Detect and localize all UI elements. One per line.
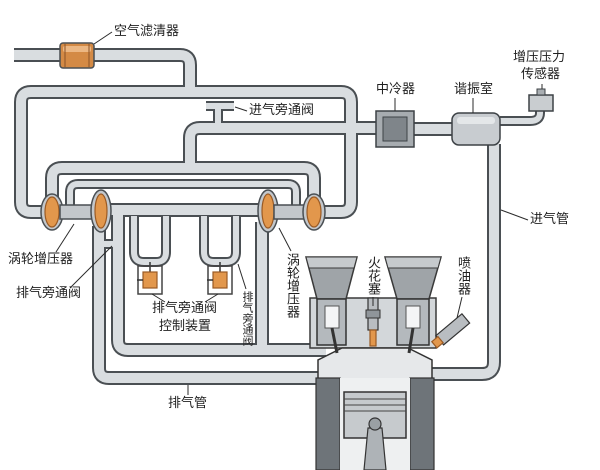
turbine-wheel-left xyxy=(94,193,108,229)
leader-turbo-left xyxy=(55,223,75,253)
air-filter xyxy=(59,42,95,69)
intercooler-core xyxy=(382,116,408,142)
injector-nozzle xyxy=(430,335,444,349)
intercooler xyxy=(375,110,415,148)
leader-air-filter xyxy=(93,31,113,45)
fuel-injector xyxy=(430,312,471,349)
label-intercooler: 中冷器 xyxy=(376,82,416,97)
spark-plug-hex xyxy=(365,309,381,319)
label-intake-pipe: 进气管 xyxy=(530,212,570,227)
intake-valve-stem xyxy=(407,327,415,354)
spark-plug-tip xyxy=(369,329,377,347)
connecting-rod xyxy=(363,427,387,470)
label-intake-bypass-valve: 进气旁通阀 xyxy=(249,103,315,118)
label-air-filter: 空气滤清器 xyxy=(114,24,180,39)
label-boost-sensor-line2: 传感器 xyxy=(521,67,561,82)
leader-lines xyxy=(55,31,543,395)
engine xyxy=(305,256,471,470)
air-filter-highlight xyxy=(63,46,91,52)
label-boost-sensor-line1: 增压压力 xyxy=(513,50,566,65)
label-fuel-injector: 喷油器 xyxy=(455,256,470,295)
leader-exhaust-bypass-left xyxy=(69,245,113,289)
leader-turbo-right xyxy=(278,227,292,252)
turbocharger-right xyxy=(257,189,326,233)
wastegate-actuator-right xyxy=(207,262,233,295)
label-exhaust-bypass-valve-left: 排气旁通阀 xyxy=(16,286,82,301)
turbocharger-left xyxy=(40,189,112,233)
valve-cover-right-cap xyxy=(384,256,442,269)
wastegate-loop-left-outline xyxy=(134,216,166,262)
leader-intake-bypass-valve xyxy=(234,106,248,112)
cylinder-wall-right xyxy=(409,377,435,470)
leader-wastegate-control-right xyxy=(204,293,219,303)
valve-spring-left xyxy=(324,305,340,329)
leader-exhaust-bypass-right xyxy=(237,263,247,290)
label-exhaust-bypass-valve-right: 排气旁通阀 xyxy=(241,291,254,346)
valve-spring-right xyxy=(405,305,421,329)
label-wastegate-control-line2: 控制装置 xyxy=(159,319,212,334)
resonance-chamber-highlight xyxy=(457,117,495,124)
label-exhaust-pipe: 排气管 xyxy=(168,396,208,411)
leader-intake-pipe xyxy=(500,209,529,221)
valve-cover-left-cap xyxy=(305,256,358,269)
turbine-wheel-right xyxy=(261,193,275,229)
label-wastegate-control-line1: 排气旁通阀 xyxy=(152,301,218,316)
sensor-body xyxy=(528,94,554,112)
compressor-wheel-right xyxy=(306,196,322,228)
sensor-connector xyxy=(536,88,546,96)
exhaust-valve-stem xyxy=(330,327,339,354)
wastegate-loop-right-outline xyxy=(204,216,236,262)
wastegate-actuator-left xyxy=(137,262,163,295)
compressor-wheel-left xyxy=(44,196,60,228)
wrist-pin xyxy=(368,417,382,431)
label-resonance-chamber: 谐振室 xyxy=(454,82,494,97)
actuator-body xyxy=(212,271,228,289)
boost-pressure-sensor xyxy=(528,88,554,112)
label-turbocharger-left: 涡轮增压器 xyxy=(8,252,74,267)
leader-fuel-injector xyxy=(456,296,463,319)
combustion-chamber xyxy=(317,347,433,381)
resonance-chamber xyxy=(451,112,501,146)
actuator-body xyxy=(142,271,158,289)
leader-wastegate-control-left xyxy=(151,293,166,303)
cylinder-wall-left xyxy=(315,377,341,470)
label-turbocharger-right: 涡轮增压器 xyxy=(284,253,299,318)
label-spark-plug: 火花塞 xyxy=(365,256,380,295)
